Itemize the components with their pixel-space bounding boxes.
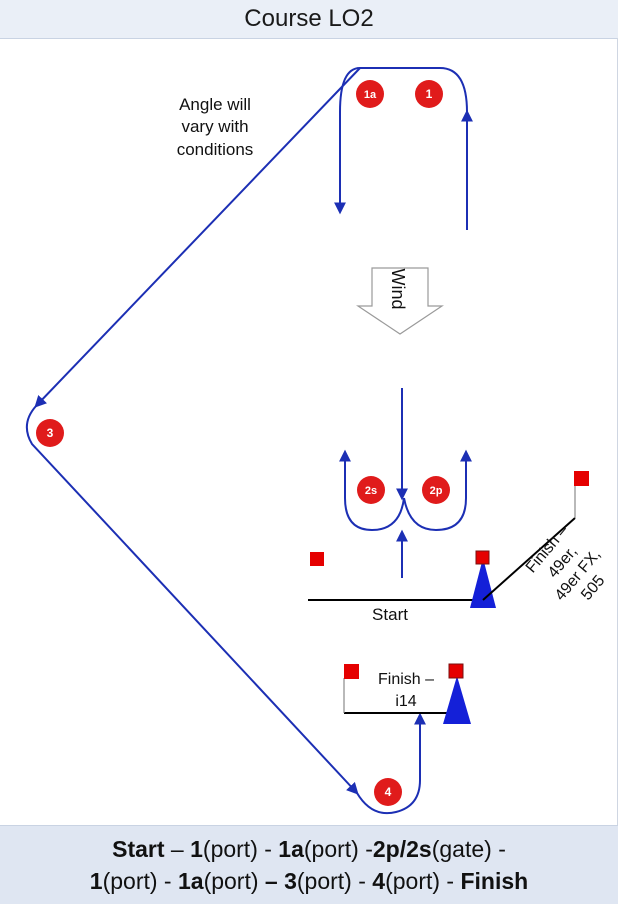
finish-i14-line-2: i14 — [395, 693, 416, 710]
course-sequence-segment: (port) - — [385, 868, 461, 894]
course-line-top-loop — [334, 67, 468, 230]
mark-1: 1 — [415, 80, 443, 108]
mark-4: 4 — [374, 778, 402, 806]
course-sequence-segment: 1 — [89, 868, 103, 894]
course-diagram: Wind Angle will vary with conditions Sta… — [0, 38, 618, 825]
mark-2s: 2s — [357, 476, 385, 504]
course-diagram-svg: Wind Angle will vary with conditions Sta… — [25, 67, 609, 815]
mark-4-label: 4 — [385, 785, 392, 799]
committee-boat-finish — [443, 663, 471, 724]
mark-2p: 2p — [422, 476, 450, 504]
course-line-3-to-4 — [25, 405, 359, 795]
course-line-4-to-finish — [356, 712, 426, 815]
mark-1a-label: 1a — [364, 89, 377, 101]
finish-i14-line-1: Finish – — [378, 671, 434, 688]
course-sequence-segment: 1a — [278, 836, 304, 862]
start-pin-flag — [310, 552, 324, 566]
angle-note-line-3: conditions — [177, 140, 254, 159]
finish-pin-flag-49er — [574, 471, 589, 486]
mark-3: 3 — [36, 419, 64, 447]
finish-label-49er: Finish – 49er, 49er FX, 505 — [523, 522, 609, 604]
course-sequence-segment: (port) - — [303, 836, 373, 862]
wind-label: Wind — [388, 268, 408, 309]
course-sequence-footer: Start – 1(port) - 1a(port) -2p/2s(gate) … — [0, 825, 618, 904]
course-sequence-segment: (gate) - — [431, 836, 506, 862]
course-sequence-line-1: Start – 1(port) - 1a(port) -2p/2s(gate) … — [112, 833, 506, 865]
page-title: Course LO2 — [244, 5, 374, 32]
finish-pin-flag-i14 — [344, 664, 359, 679]
mark-3-label: 3 — [47, 426, 54, 440]
course-sequence-segment: – — [264, 868, 278, 894]
course-sequence-segment: 4 — [372, 868, 386, 894]
course-sequence-segment: – — [164, 836, 191, 862]
course-sequence-segment: 3 — [284, 868, 297, 894]
course-line-to-3 — [34, 67, 361, 408]
course-sequence-segment: (port) - — [102, 868, 178, 894]
course-sequence-segment: Start — [112, 836, 165, 862]
course-sequence-segment: 2p/2s — [372, 836, 432, 862]
angle-note-line-2: vary with — [181, 117, 248, 136]
angle-note-line-1: Angle will — [179, 95, 251, 114]
start-label: Start — [372, 605, 408, 624]
course-sequence-segment: (port) - — [296, 868, 373, 894]
mark-2p-label: 2p — [430, 485, 443, 497]
course-line-gate-loop-right — [403, 449, 472, 532]
course-sequence-segment: (port) - — [202, 836, 279, 862]
course-sequence-line-2: 1(port) - 1a(port) – 3(port) - 4(port) -… — [90, 865, 528, 897]
mark-1-label: 1 — [426, 87, 433, 101]
course-sequence-segment: Finish — [460, 868, 529, 894]
wind-arrow: Wind — [356, 267, 444, 335]
course-sequence-segment: 1a — [177, 868, 204, 894]
title-bar: Course LO2 — [0, 0, 618, 39]
mark-1a: 1a — [356, 80, 384, 108]
mark-2s-label: 2s — [365, 485, 377, 497]
finish-line-49er — [482, 517, 576, 601]
course-sequence-segment: 1 — [190, 836, 203, 862]
course-sequence-segment: (port) — [203, 868, 265, 894]
